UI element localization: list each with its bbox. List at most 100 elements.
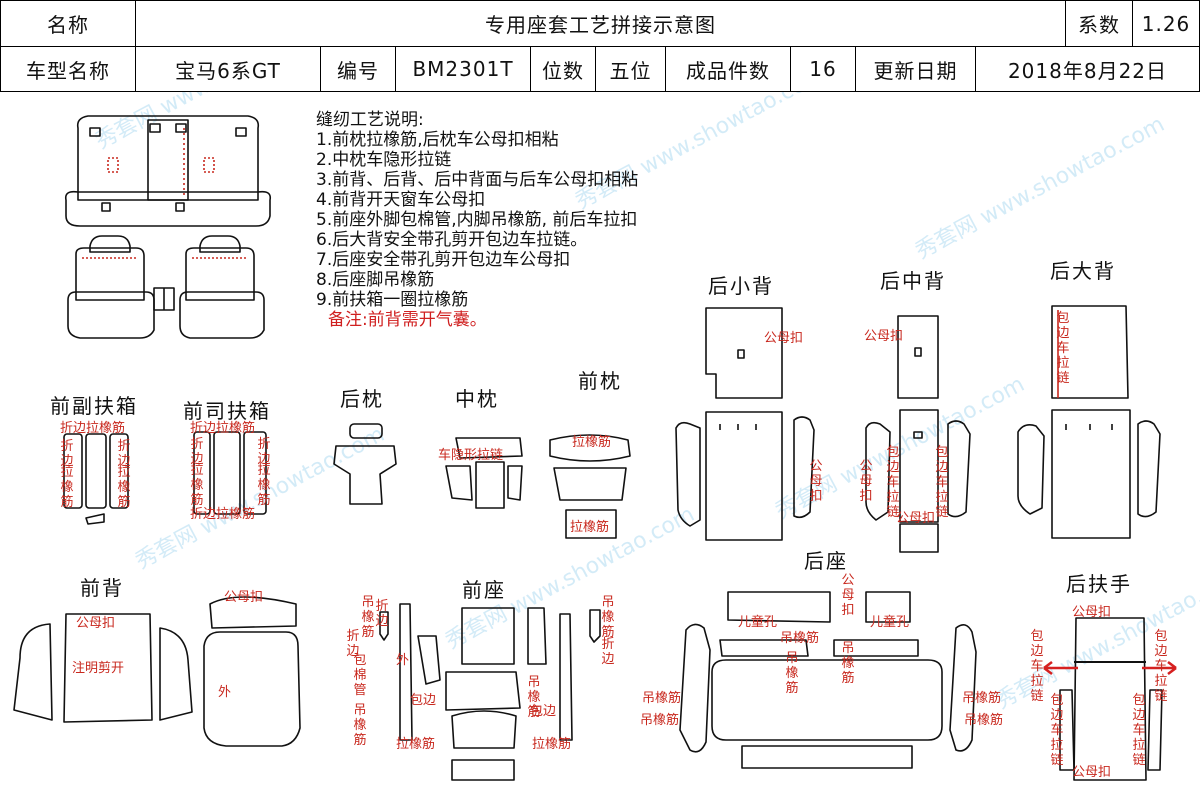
front-back-pieces [13,596,301,747]
annotation: 拉橡筋 [532,736,571,752]
rear-bench-overview [64,115,272,227]
rear-seat-pieces [679,591,977,769]
label-middle-headrest: 中枕 [455,387,499,411]
annotation-vertical: 包边车拉链 [886,445,899,520]
annotation: 儿童孔 [738,614,777,630]
annotation: 折边拉橡筋 [190,420,255,436]
annotation: 公母扣 [76,616,115,631]
coef-label: 系数 [1065,0,1133,47]
annotation: 公母扣 [1072,605,1111,620]
rear-armrest-pieces [1043,617,1177,781]
front-seat-pieces [379,603,601,781]
annotation-vertical: 吊橡筋 [361,595,374,640]
annotation: 吊橡筋 [962,690,1001,706]
annotation: 注明剪开 [72,660,124,676]
note-item: 2.中枕车隐形拉链 [316,150,452,170]
annotation: 外 [396,653,409,668]
name-label: 名称 [0,0,136,47]
annotation: 折边拉橡筋 [60,420,125,436]
middle-headrest-pieces [445,437,523,509]
model-value: 宝马6系GT [135,46,321,92]
front-driver-armrest-pieces [193,431,267,515]
note-item: 8.后座脚吊橡筋 [316,270,435,290]
annotation: 吊橡筋 [640,712,679,728]
label-rear-seat: 后座 [804,549,848,573]
annotation-vertical: 拉橡筋 [117,465,130,510]
front-headrest-pieces [549,434,631,539]
annotation-vertical: 折边 [117,439,130,469]
notes-title: 缝纫工艺说明: [316,110,424,130]
annotation: 包边 [410,693,436,708]
date-label: 更新日期 [855,46,976,92]
note-item: 5.前座外脚包棉管,内脚吊橡筋, 前后车拉扣 [316,210,638,230]
annotation-vertical: 吊橡筋 [353,703,366,748]
seats-label: 位数 [530,46,596,92]
label-front-passenger-armrest: 前副扶箱 [50,394,138,418]
annotation-vertical: 吊橡筋 [601,595,614,640]
annotation-vertical: 吊橡筋 [527,675,540,720]
annotation-vertical: 折边 [375,599,388,629]
annotation-vertical: 拉橡筋 [60,465,73,510]
annotation-vertical: 包边车拉链 [935,445,948,520]
annotation-vertical: 吊橡筋 [785,651,798,696]
label-rear-middle-back: 后中背 [880,269,946,293]
rear-big-back-pieces [1017,305,1161,539]
annotation: 公母扣 [224,590,263,605]
model-label: 车型名称 [0,46,136,92]
annotation: 拉橡筋 [572,434,611,450]
label-front-seat: 前座 [462,578,506,602]
note-item: 3.前背、后背、后中背面与后车公母扣相粘 [316,170,639,190]
annotation: 折边拉橡筋 [190,506,255,522]
sewing-notes: 缝纫工艺说明: 1.前枕拉橡筋,后枕车公母扣相粘 2.中枕车隐形拉链 3.前背、… [316,110,638,330]
header-table: 名称 专用座套工艺拼接示意图 系数 1.26 车型名称 宝马6系GT 编号 BM… [0,0,1200,92]
annotation-layer: 折边拉橡筋 折边拉橡筋 折边拉橡筋 车隐形拉链 拉橡筋 拉橡筋 公母扣 公母扣 … [60,329,1111,780]
annotation-vertical: 公母扣 [859,459,872,504]
annotation-vertical: 公母扣 [809,459,822,504]
label-front-back: 前背 [80,576,124,600]
annotation-vertical: 折边 [346,629,359,659]
label-rear-big-back: 后大背 [1050,259,1116,283]
annotation-vertical: 包边车拉链 [1050,693,1063,768]
code-value: BM2301T [395,46,531,92]
annotation: 公母扣 [764,331,803,346]
seats-value: 五位 [595,46,666,92]
annotation: 吊橡筋 [780,630,819,646]
note-item: 9.前扶箱一圈拉橡筋 [316,290,469,310]
vertical-annotation-layer: 折边 拉橡筋 折边 拉橡筋 折边 拉橡筋 折边 拉橡筋 公母扣 公母扣 包边车拉… [60,311,1167,768]
label-rear-small-back: 后小背 [708,274,774,298]
note-item: 6.后大背安全带孔剪开包边车拉链。 [316,230,588,250]
front-seats-overview [67,235,265,339]
annotation: 车隐形拉链 [438,447,503,463]
annotation-vertical: 包边车拉链 [1056,311,1069,386]
annotation: 公母扣 [1072,765,1111,780]
label-rear-headrest: 后枕 [340,387,384,411]
annotation-vertical: 包边车拉链 [1132,693,1145,768]
code-label: 编号 [320,46,396,92]
annotation: 拉橡筋 [396,736,435,752]
annotation-vertical: 包边车拉链 [1030,629,1043,704]
annotation: 拉橡筋 [570,519,609,535]
front-passenger-armrest-pieces [63,433,129,525]
date-value: 2018年8月22日 [975,46,1200,92]
annotation-vertical: 包边车拉链 [1154,629,1167,704]
rear-small-back-pieces [675,307,815,541]
annotation-vertical: 拉橡筋 [190,463,203,508]
annotation: 公母扣 [896,511,935,526]
annotation: 吊橡筋 [642,690,681,706]
annotation-vertical: 折边 [190,437,203,467]
note-item: 4.前背开天窗车公母扣 [316,190,486,210]
note-item: 7.后座安全带孔剪开包边车公母扣 [316,250,571,270]
annotation-vertical: 折边 [257,437,270,467]
note-item: 1.前枕拉橡筋,后枕车公母扣相粘 [316,130,559,150]
annotation: 外 [218,685,231,700]
annotation: 公母扣 [864,329,903,344]
label-front-driver-armrest: 前司扶箱 [183,399,271,423]
annotation-vertical: 吊橡筋 [841,641,854,686]
rear-middle-back-pieces [865,315,971,553]
label-front-headrest: 前枕 [578,369,622,393]
annotation: 儿童孔 [870,614,909,630]
label-rear-armrest: 后扶手 [1066,572,1132,596]
annotation-vertical: 折边 [601,637,614,667]
coef-value: 1.26 [1132,0,1200,47]
annotation: 吊橡筋 [964,712,1003,728]
